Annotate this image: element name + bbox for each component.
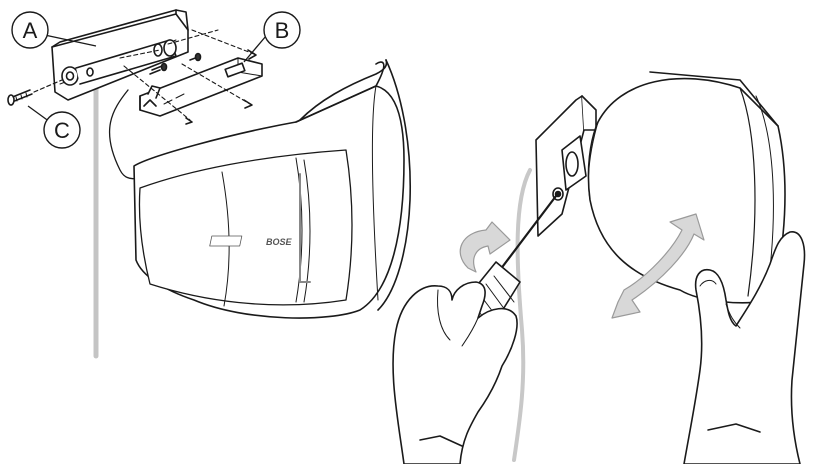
- right-hand: [683, 231, 806, 464]
- adjustment-view: [392, 71, 806, 464]
- wall-cable-right: [512, 168, 532, 462]
- callout-c-label: C: [54, 118, 70, 143]
- callout-a-label: A: [23, 18, 38, 43]
- callout-c: C: [27, 105, 81, 149]
- tilt-arrow-icon: [611, 213, 705, 319]
- speaker-body: BOSE: [133, 59, 412, 319]
- callout-b-label: B: [275, 18, 290, 43]
- speaker-cable: [108, 89, 139, 180]
- callout-a: A: [11, 11, 97, 49]
- rotate-arrow-icon: [459, 221, 511, 273]
- exploded-bracket-view: BOSE: [7, 9, 412, 359]
- brand-logo: BOSE: [209, 235, 293, 247]
- left-hand: [392, 281, 518, 464]
- brand-logo-text: BOSE: [266, 237, 293, 247]
- callout-b: B: [243, 11, 301, 63]
- screw-icon: [7, 89, 33, 106]
